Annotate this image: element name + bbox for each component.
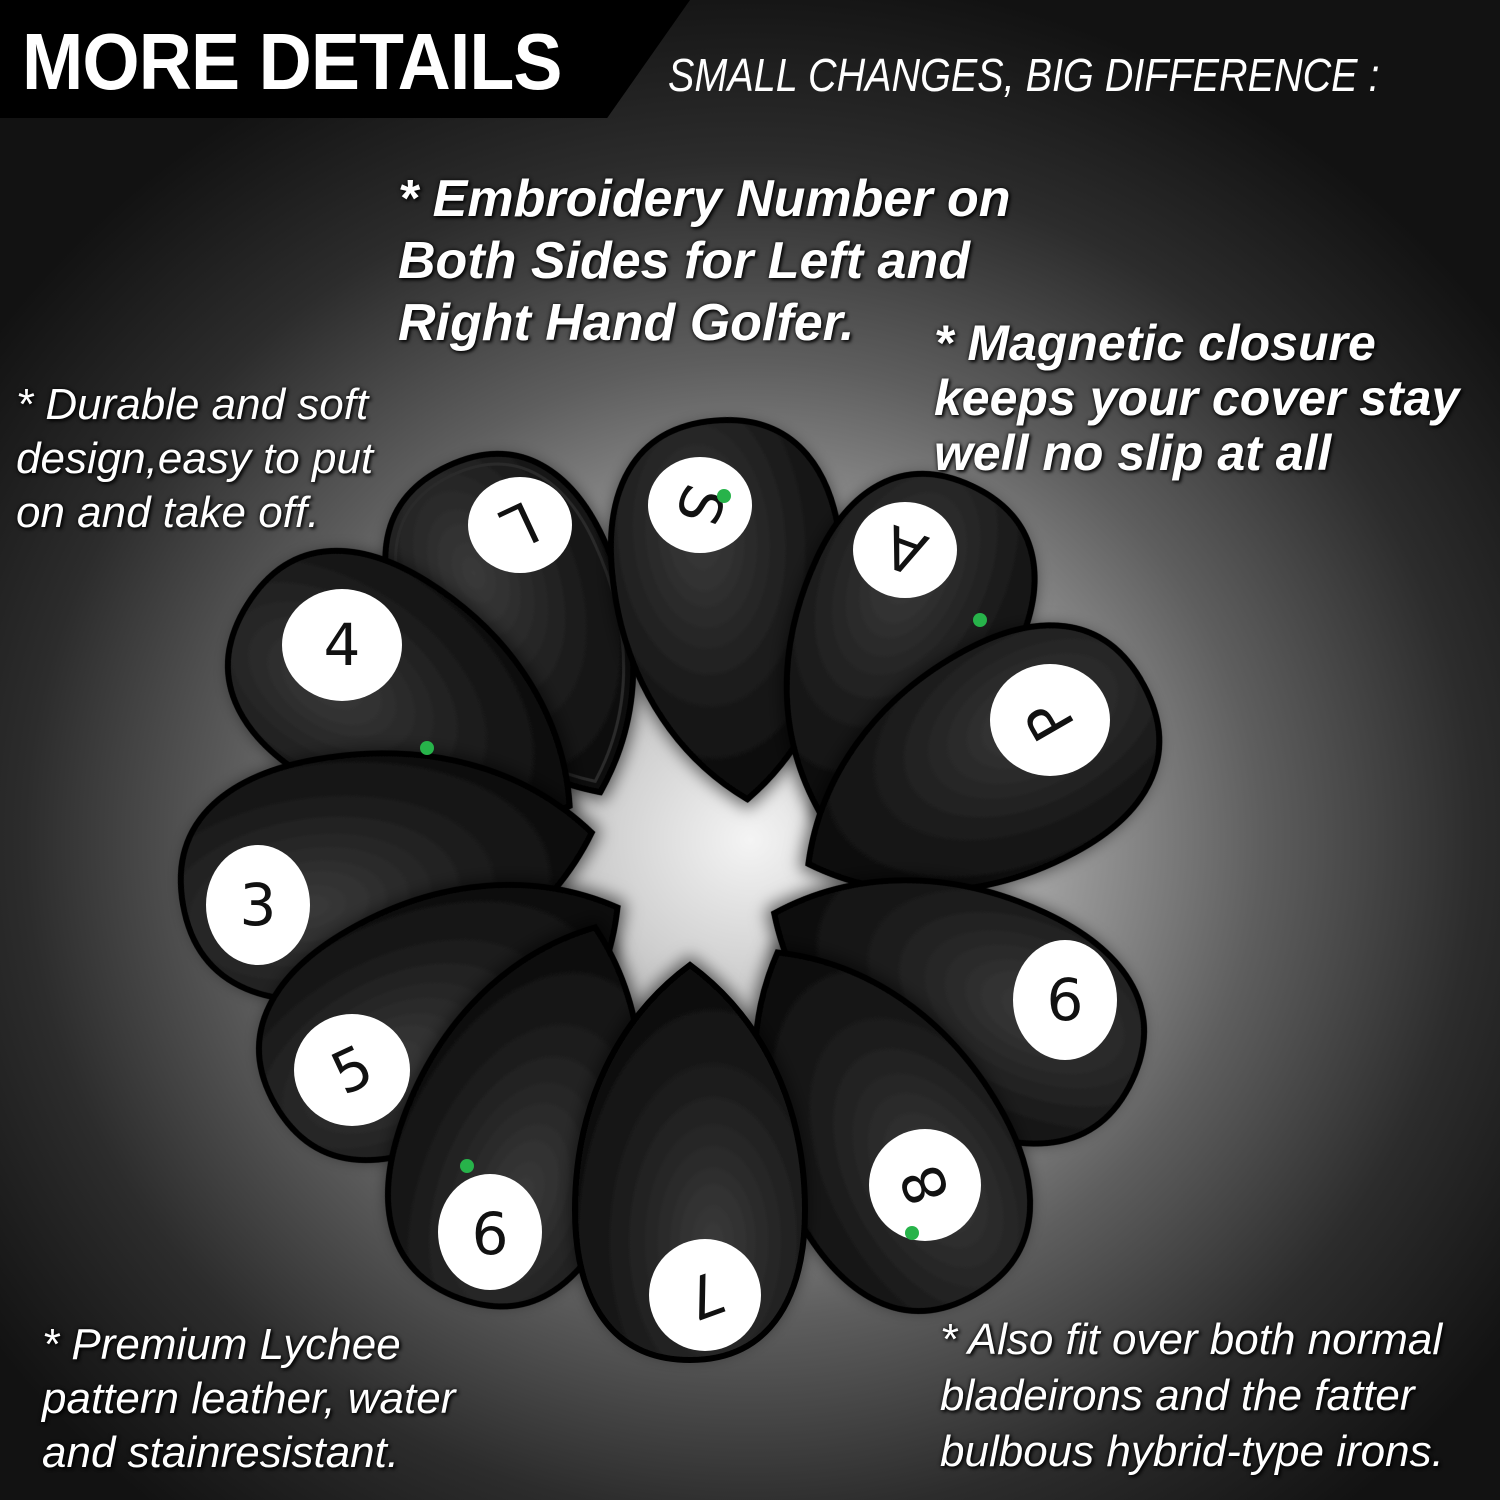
magnet-dot bbox=[717, 489, 731, 503]
badge-9-label: 9 bbox=[472, 1198, 509, 1266]
badge-a: A bbox=[853, 502, 957, 598]
badge-4: 4 bbox=[282, 589, 402, 701]
badge-7: 7 bbox=[649, 1239, 761, 1351]
header-banner: MORE DETAILS bbox=[0, 0, 690, 118]
tagline: SMALL CHANGES, BIG DIFFERENCE : bbox=[668, 49, 1380, 101]
badge-3-label: 3 bbox=[240, 871, 277, 939]
badge-6-label: 6 bbox=[1047, 966, 1084, 1034]
note-iron-fit: * Also fit over both normal bladeirons a… bbox=[940, 1315, 1444, 1476]
note-magnetic-closure: * Magnetic closure keeps your cover stay… bbox=[934, 315, 1460, 481]
badge-s: S bbox=[648, 457, 752, 553]
badge-5: 5 bbox=[294, 1014, 410, 1126]
magnet-dot bbox=[420, 741, 434, 755]
note-premium-leather: * Premium Lychee pattern leather, water … bbox=[42, 1320, 456, 1477]
badge-6: 6 bbox=[1013, 940, 1117, 1060]
note-embroidery: * Embroidery Number on Both Sides for Le… bbox=[398, 170, 1011, 352]
badge-l: L bbox=[468, 477, 572, 573]
note-durable-design: * Durable and soft design,easy to put on… bbox=[16, 380, 374, 537]
badge-3: 3 bbox=[206, 845, 310, 965]
page-title: MORE DETAILS bbox=[22, 17, 563, 106]
magnet-dot bbox=[460, 1159, 474, 1173]
magnet-dot bbox=[973, 613, 987, 627]
magnet-dot bbox=[905, 1226, 919, 1240]
badge-8: 8 bbox=[869, 1129, 981, 1241]
badge-9: 9 bbox=[438, 1174, 542, 1290]
badge-4-label: 4 bbox=[324, 611, 361, 679]
badge-p: P bbox=[990, 664, 1110, 776]
